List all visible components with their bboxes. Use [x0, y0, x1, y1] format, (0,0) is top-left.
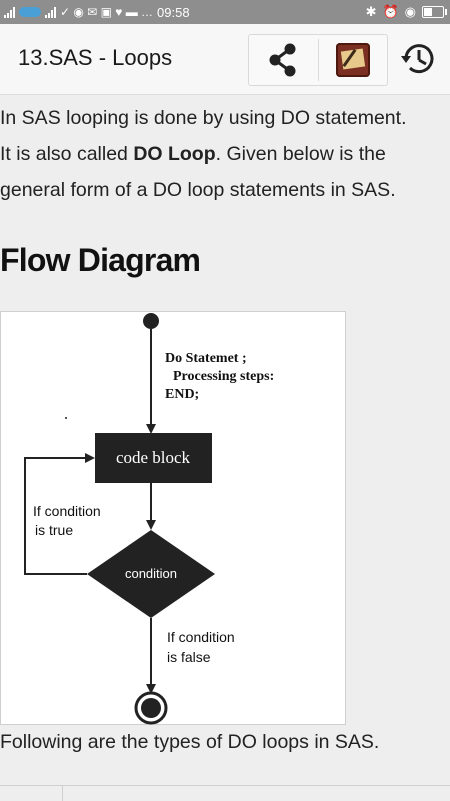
- true-label-1: If condition: [33, 503, 101, 519]
- start-node: [143, 313, 159, 329]
- table-top-edge: [0, 785, 450, 801]
- toolbar-divider: [318, 39, 319, 81]
- intro-text-1: In SAS looping is done by using DO state…: [0, 107, 407, 129]
- flow-diagram: Do Statemet ; Processing steps: END; cod…: [24, 313, 274, 725]
- carrier-icon: [19, 7, 41, 17]
- bookmark-button[interactable]: [333, 41, 373, 79]
- processing-steps-text: Processing steps:: [173, 369, 274, 384]
- flow-diagram-image: Do Statemet ; Processing steps: END; cod…: [0, 311, 346, 725]
- following-paragraph: Following are the types of DO loops in S…: [0, 731, 380, 753]
- false-label-1: If condition: [167, 629, 235, 645]
- section-heading: Flow Diagram: [0, 242, 201, 278]
- intro-text-4: general form of a DO loop statements in …: [0, 179, 396, 201]
- intro-paragraph: In SAS looping is done by using DO state…: [0, 100, 450, 208]
- history-icon: [401, 44, 434, 74]
- condition-label: condition: [125, 566, 177, 581]
- alarm-icon: ⏰: [382, 4, 399, 19]
- notification-icons: ✓ ◉ ✉ ▣ ♥ ▬ …: [60, 5, 154, 19]
- intro-text-2: It is also called: [0, 143, 134, 165]
- page-title: 13.SAS - Loops: [18, 45, 173, 70]
- code-block-label: code block: [116, 448, 191, 467]
- signal-icon: [4, 6, 15, 18]
- do-statement-text: Do Statemet ;: [165, 351, 247, 366]
- end-node-center: [141, 698, 161, 718]
- condition-diamond: [87, 530, 215, 618]
- false-label-2: is false: [167, 649, 211, 665]
- code-block-box: [95, 433, 212, 483]
- status-bar: ✓ ◉ ✉ ▣ ♥ ▬ … 09:58 ✱ ⏰ ◉: [0, 0, 450, 24]
- clock: 09:58: [157, 4, 190, 20]
- intro-text-3: . Given below is the: [215, 143, 386, 165]
- battery-icon: [422, 6, 447, 18]
- share-button[interactable]: [263, 41, 303, 79]
- true-label-2: is true: [35, 522, 73, 538]
- speck: [65, 417, 67, 419]
- intro-bold: DO Loop: [133, 143, 216, 165]
- share-icon: [269, 43, 296, 77]
- app-bar: 13.SAS - Loops: [0, 24, 450, 95]
- history-button[interactable]: [398, 38, 440, 80]
- eye-icon: ◉: [404, 4, 416, 19]
- end-text: END;: [165, 387, 199, 402]
- toolbar-group: [248, 34, 388, 86]
- loop-back-arrow: [24, 453, 95, 575]
- signal-icon-2: [45, 6, 56, 18]
- book-icon: [336, 43, 370, 77]
- bluetooth-icon: ✱: [365, 4, 377, 19]
